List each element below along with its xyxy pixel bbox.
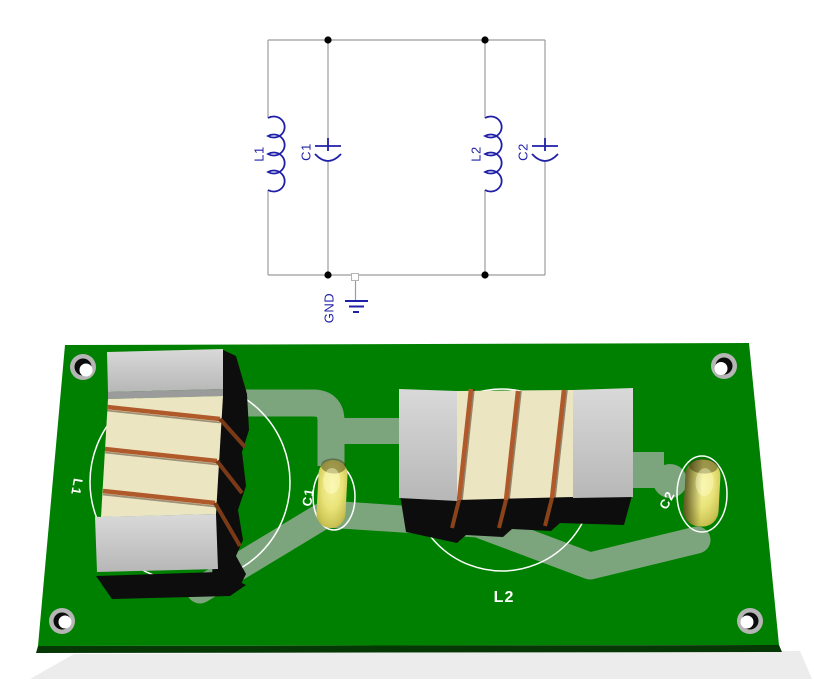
pcb-component-c2-capacitor[interactable] (683, 458, 722, 528)
l1-black-bottom-wedge (96, 572, 246, 599)
schematic-label-gnd: GND (321, 292, 337, 324)
pcb-board-edge (36, 645, 782, 653)
winding-wire (456, 388, 474, 501)
schematic-symbol-l2-inductor[interactable] (483, 115, 503, 193)
schematic-label-l1: L1 (251, 146, 267, 162)
winding-shadow (106, 409, 221, 424)
winding-tip (450, 499, 461, 529)
schematic-label-l2: L2 (468, 146, 484, 162)
schematic-wires[interactable] (267, 39, 546, 300)
trace-top (246, 389, 345, 466)
winding-tip (543, 497, 554, 527)
schematic-symbol-c2-capacitor[interactable] (531, 138, 559, 162)
schematic (266, 36, 559, 313)
ground-symbol (345, 300, 368, 313)
c1-body (316, 460, 348, 528)
winding-tip (218, 417, 247, 449)
winding-shadow (102, 493, 216, 508)
winding-wire (503, 390, 521, 501)
junction-dot (324, 271, 332, 279)
pcb-component-l2-inductor[interactable] (399, 388, 633, 543)
schematic-symbol-l1-inductor[interactable] (266, 115, 286, 193)
mounting-hole-top-right (711, 353, 737, 379)
hole-light (714, 362, 728, 375)
winding-tip (213, 501, 242, 548)
l2-body (457, 390, 573, 500)
junction-dots (324, 36, 489, 279)
winding-wire (102, 488, 216, 506)
mounting-hole-bottom-left (49, 608, 75, 634)
schematic-label-c2: C2 (515, 143, 531, 161)
winding-tip (497, 499, 508, 529)
ground-port[interactable] (345, 273, 368, 313)
l1-end-cap-top (107, 349, 223, 392)
pcb-3d-view (30, 343, 812, 679)
l2-end-cap-left (399, 389, 457, 501)
mounting-hole-top-left (70, 354, 96, 380)
l2-windings (456, 388, 567, 501)
hole-light (79, 363, 93, 377)
c2-left-shade (683, 459, 721, 527)
c1-top-shadow (320, 458, 346, 474)
winding-wire (106, 404, 221, 422)
ground-node-square (351, 273, 359, 281)
hole-light (740, 615, 754, 629)
l2-end-cap-right (573, 388, 633, 498)
silkscreen-circle-c2 (676, 455, 728, 533)
silkscreen-label-l2: L2 (493, 589, 515, 606)
l1-black-side (212, 349, 249, 594)
winding-shadow (554, 389, 568, 499)
board-shadow (30, 651, 812, 679)
silkscreen-label-l1: L1 (68, 477, 86, 497)
l1-end-cap-bottom (95, 514, 218, 572)
winding-shadow (461, 388, 475, 501)
schematic-symbol-c1-capacitor[interactable] (314, 138, 342, 162)
hole-light (58, 615, 72, 629)
c1-highlight (323, 467, 341, 494)
pcb-component-l1-inductor[interactable] (95, 349, 249, 599)
mounting-hole-bottom-right (737, 608, 763, 634)
junction-dot (481, 271, 489, 279)
l1-windings (102, 404, 221, 506)
schematic-label-c1: C1 (298, 143, 314, 161)
winding-tip (215, 459, 244, 495)
winding-wire (104, 446, 218, 464)
junction-dot (324, 36, 332, 44)
silkscreen-label-c1: C1 (298, 486, 318, 508)
trace-l2-c2-pad (653, 464, 687, 498)
winding-wire (549, 389, 567, 499)
winding-shadow (104, 451, 218, 466)
l1-winding-shadows (102, 409, 221, 508)
l2-winding-shadows (461, 388, 568, 501)
c2-top-shadow (688, 458, 718, 474)
junction-dot (481, 36, 489, 44)
c2-highlight (695, 468, 714, 497)
l1-end-cap-top-edge (108, 389, 223, 399)
l1-winding-tips (213, 417, 247, 548)
winding-shadow (508, 390, 522, 501)
l2-winding-tips (450, 497, 554, 529)
pcb-component-c1-capacitor[interactable] (316, 458, 349, 529)
